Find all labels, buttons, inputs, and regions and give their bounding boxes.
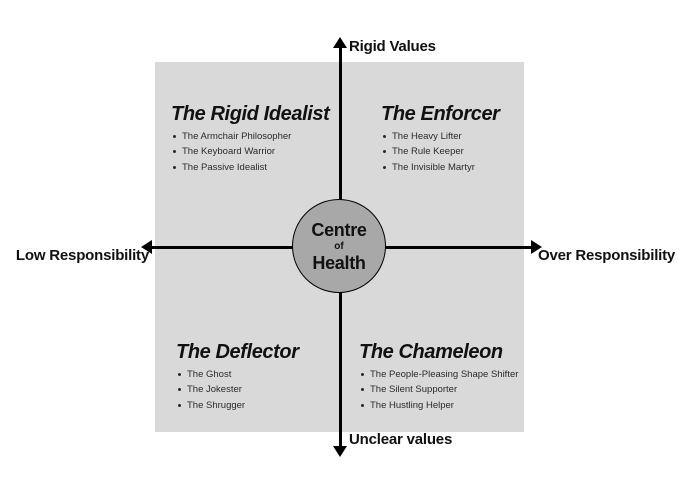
list-item: The Heavy Lifter xyxy=(381,129,500,144)
arrow-down-icon xyxy=(333,446,347,457)
list-item: The Passive Idealist xyxy=(171,160,329,175)
quadrant-bottom-left: The Deflector The Ghost The Jokester The… xyxy=(176,341,299,413)
arrow-right-icon xyxy=(531,240,542,254)
centre-label-line1: Centre xyxy=(311,219,367,240)
arrow-left-icon xyxy=(141,240,152,254)
list-item: The Hustling Helper xyxy=(359,398,518,413)
list-item: The People-Pleasing Shape Shifter xyxy=(359,367,518,382)
list-item: The Armchair Philosopher xyxy=(171,129,329,144)
quadrant-top-right: The Enforcer The Heavy Lifter The Rule K… xyxy=(381,103,500,175)
list-item: The Rule Keeper xyxy=(381,144,500,159)
quadrant-item-list: The Ghost The Jokester The Shrugger xyxy=(176,367,299,413)
list-item: The Invisible Martyr xyxy=(381,160,500,175)
quadrant-heading: The Chameleon xyxy=(359,341,503,363)
quadrant-heading: The Rigid Idealist xyxy=(171,103,330,125)
quadrant-heading: The Enforcer xyxy=(381,103,500,125)
centre-label-line3: Health xyxy=(312,252,366,273)
list-item: The Keyboard Warrior xyxy=(171,144,329,159)
quadrant-item-list: The Heavy Lifter The Rule Keeper The Inv… xyxy=(381,129,500,175)
quadrant-top-left: The Rigid Idealist The Armchair Philosop… xyxy=(171,103,330,175)
quadrant-heading: The Deflector xyxy=(176,341,299,363)
quadrant-item-list: The Armchair Philosopher The Keyboard Wa… xyxy=(171,129,329,175)
list-item: The Jokester xyxy=(176,382,299,397)
centre-label-line2: of xyxy=(334,240,344,252)
centre-of-health-circle: Centre of Health xyxy=(292,199,386,293)
arrow-up-icon xyxy=(333,37,347,48)
list-item: The Shrugger xyxy=(176,398,299,413)
axis-label-left: Low Responsibility xyxy=(15,247,149,264)
list-item: The Silent Supporter xyxy=(359,382,518,397)
axis-label-right: Over Responsibility xyxy=(538,247,676,264)
quadrant-bottom-right: The Chameleon The People-Pleasing Shape … xyxy=(359,341,518,413)
axis-label-bottom: Unclear values xyxy=(349,431,453,448)
list-item: The Ghost xyxy=(176,367,299,382)
axis-label-top: Rigid Values xyxy=(349,38,436,55)
quadrant-item-list: The People-Pleasing Shape Shifter The Si… xyxy=(359,367,518,413)
